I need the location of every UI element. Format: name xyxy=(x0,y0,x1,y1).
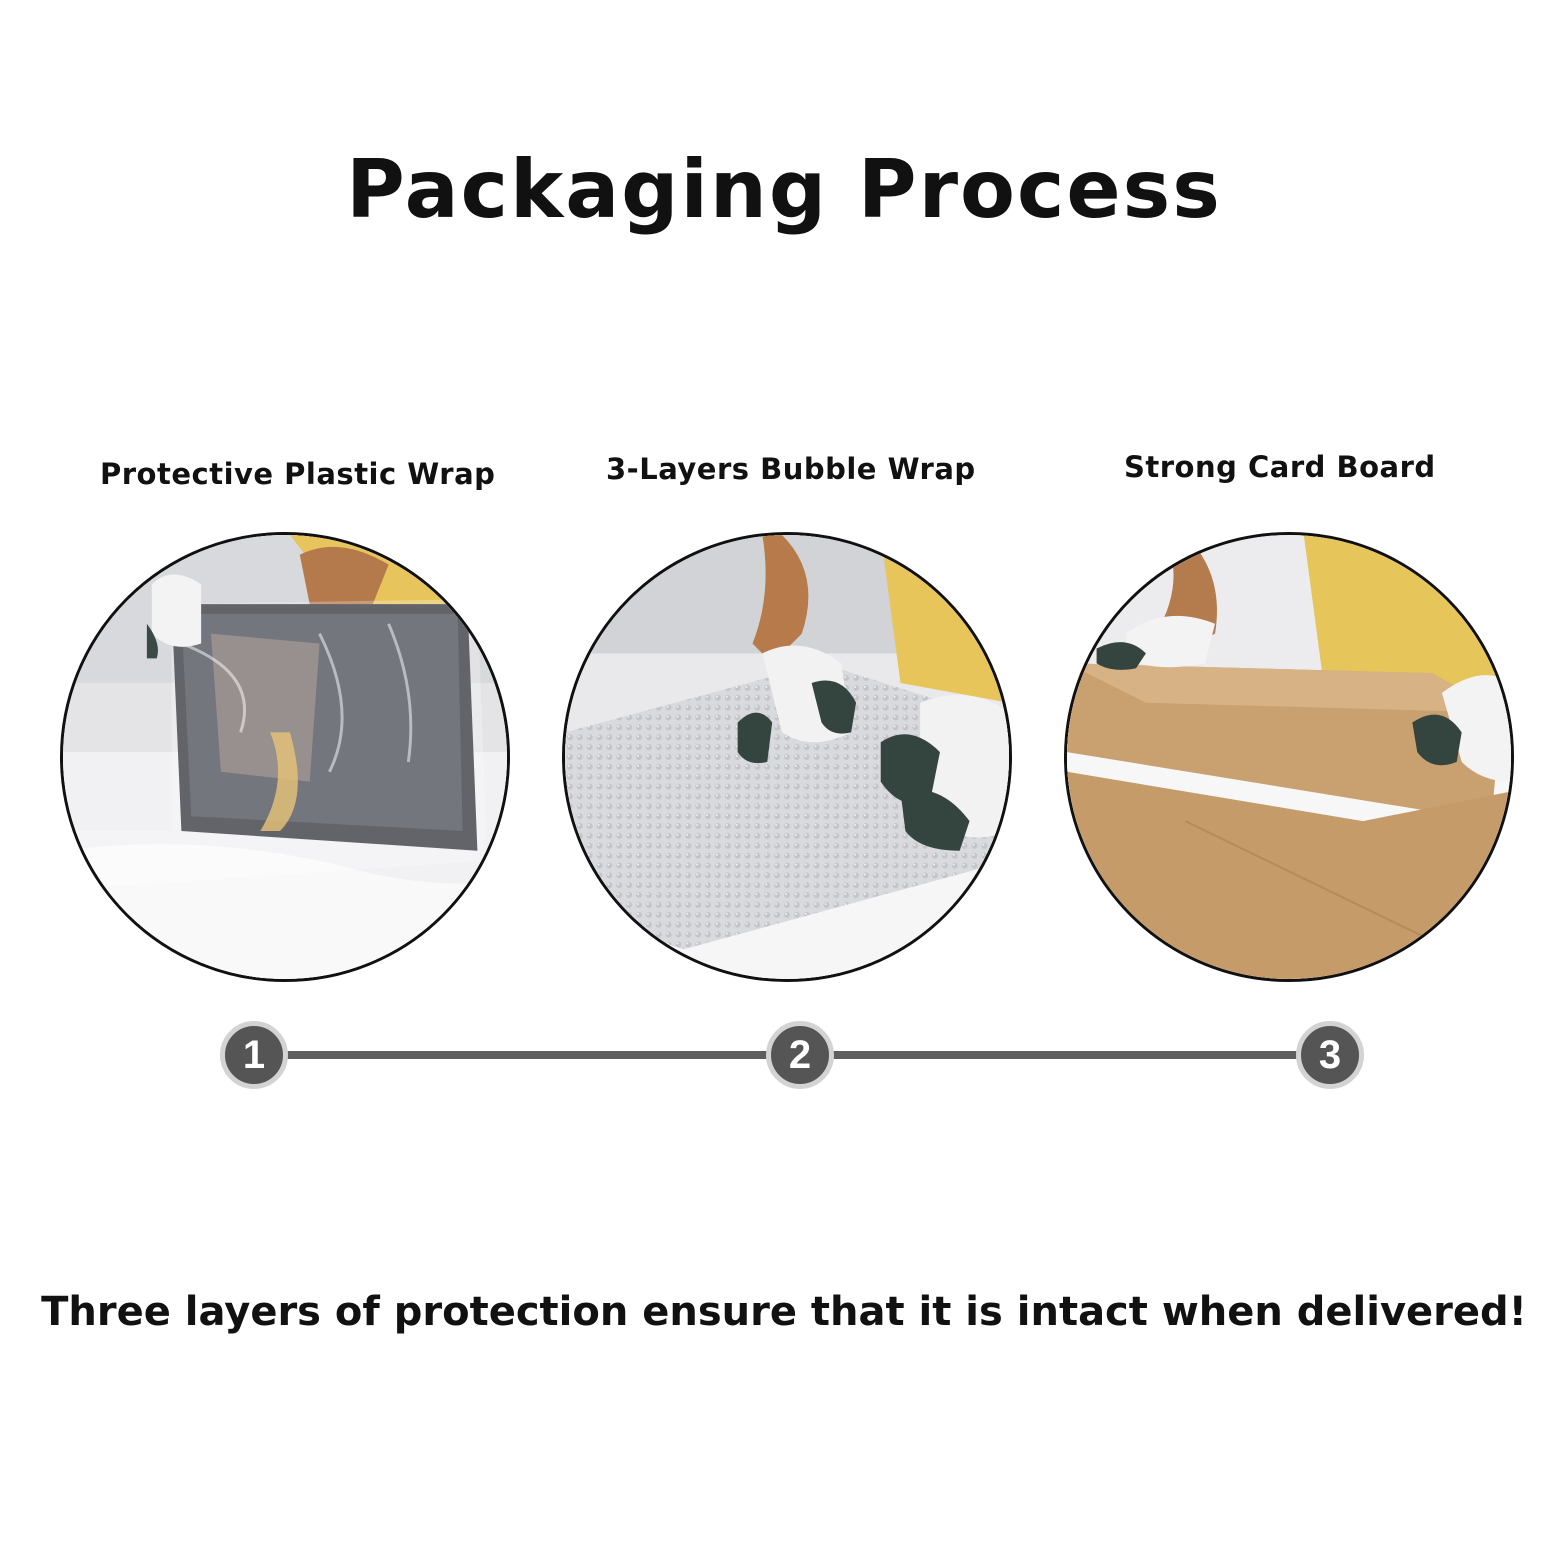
step-1-marker: 1 xyxy=(220,1021,288,1089)
step-1-label: Protective Plastic Wrap xyxy=(100,457,496,491)
page-title: Packaging Process xyxy=(346,143,1222,236)
step-2-marker: 2 xyxy=(766,1021,834,1089)
tagline: Three layers of protection ensure that i… xyxy=(41,1289,1527,1335)
step-3-label: Strong Card Board xyxy=(1124,450,1436,484)
step-3-marker: 3 xyxy=(1296,1021,1364,1089)
cardboard-photo xyxy=(1064,532,1514,982)
bubble-wrap-photo xyxy=(562,532,1012,982)
step-2-label: 3-Layers Bubble Wrap xyxy=(606,452,976,486)
plastic-wrap-photo xyxy=(60,532,510,982)
